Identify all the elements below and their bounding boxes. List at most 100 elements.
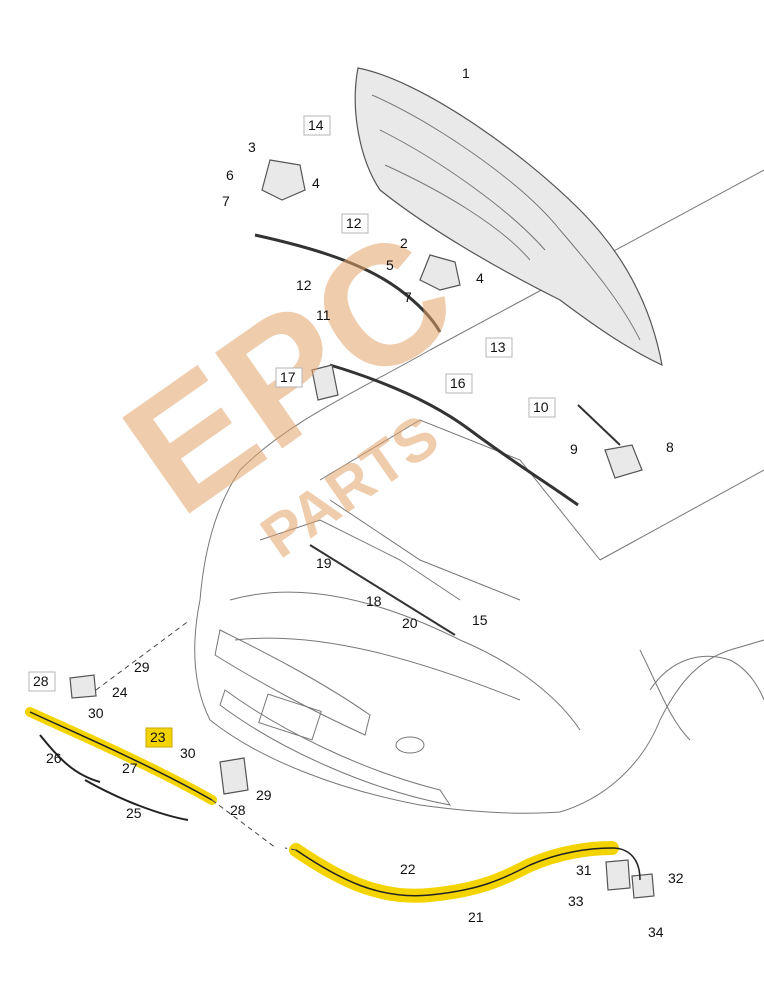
callout-c32: 32	[668, 870, 684, 886]
callout-c19: 19	[316, 555, 332, 571]
hood-seal-part-11	[254, 233, 442, 333]
lock-part-28-right	[219, 757, 249, 795]
callout-c2: 2	[400, 235, 408, 251]
callout-c12a: 12	[341, 213, 369, 234]
callout-box	[445, 373, 473, 394]
bracket-part-8	[577, 404, 643, 479]
lock-part-17	[311, 364, 339, 401]
callout-c26: 26	[46, 750, 62, 766]
callout-c30b: 30	[180, 745, 196, 761]
callout-number: 16	[450, 375, 466, 391]
callout-c23: 23	[145, 727, 173, 748]
callout-number: 27	[122, 760, 138, 776]
callout-number: 32	[668, 870, 684, 886]
callout-c4b: 4	[476, 270, 484, 286]
callout-number: 2	[400, 235, 408, 251]
callout-number: 31	[576, 862, 592, 878]
callout-c25: 25	[126, 805, 142, 821]
callout-c7a: 7	[222, 193, 230, 209]
callout-c22: 22	[400, 861, 416, 877]
callout-number: 29	[134, 659, 150, 675]
callout-number: 22	[400, 861, 416, 877]
callout-c24: 24	[112, 684, 128, 700]
seal-strip-part-16	[329, 363, 579, 507]
callout-number: 34	[648, 924, 664, 940]
car-body-outline	[194, 169, 764, 814]
callout-c7b: 7	[404, 289, 412, 305]
callout-c15: 15	[472, 612, 488, 628]
callout-number: 24	[112, 684, 128, 700]
callout-number: 8	[666, 439, 674, 455]
callout-number: 6	[226, 167, 234, 183]
callout-number: 17	[280, 369, 296, 385]
callout-c27: 27	[122, 760, 138, 776]
callout-number: 29	[256, 787, 272, 803]
callout-box	[145, 727, 173, 748]
callout-c5: 5	[386, 257, 394, 273]
callout-box	[303, 115, 331, 136]
callout-c11: 11	[316, 307, 331, 323]
callout-number: 4	[312, 175, 320, 191]
callout-number: 26	[46, 750, 62, 766]
callout-number: 12	[296, 277, 312, 293]
callout-c14: 14	[303, 115, 331, 136]
callout-number: 30	[180, 745, 196, 761]
callout-number: 33	[568, 893, 584, 909]
callout-c4a: 4	[312, 175, 320, 191]
callout-number: 30	[88, 705, 104, 721]
release-cable-part-21	[289, 841, 641, 903]
callout-c28a: 28	[28, 671, 56, 692]
callout-c31: 31	[576, 862, 592, 878]
callout-number: 1	[462, 65, 470, 81]
cables-25-26	[39, 734, 189, 821]
callout-c6: 6	[226, 167, 234, 183]
callout-number: 20	[402, 615, 418, 631]
callout-number: 21	[468, 909, 484, 925]
callout-number: 9	[570, 441, 578, 457]
prop-rod-part-18	[309, 544, 456, 636]
callout-number: 19	[316, 555, 332, 571]
callout-number: 3	[248, 139, 256, 155]
hinge-left	[261, 159, 306, 201]
callout-c17: 17	[275, 367, 303, 388]
callout-number: 12	[346, 215, 362, 231]
callout-c13: 13	[485, 337, 513, 358]
part-31-32	[605, 859, 655, 899]
hinge-right	[419, 254, 461, 291]
callout-box	[485, 337, 513, 358]
callout-number: 28	[33, 673, 49, 689]
callout-number: 5	[386, 257, 394, 273]
callout-c3: 3	[248, 139, 256, 155]
callout-c20: 20	[402, 615, 418, 631]
callout-number: 11	[316, 307, 331, 323]
callout-c29a: 29	[134, 659, 150, 675]
callout-c9: 9	[570, 441, 578, 457]
lock-part-28-left	[69, 674, 97, 699]
callout-number: 7	[404, 289, 412, 305]
callout-c28b: 28	[230, 802, 246, 818]
callout-number: 28	[230, 802, 246, 818]
callout-c16: 16	[445, 373, 473, 394]
callout-c29b: 29	[256, 787, 272, 803]
callout-c33: 33	[568, 893, 584, 909]
callout-box	[341, 213, 369, 234]
callout-c1: 1	[462, 65, 470, 81]
callout-c8: 8	[666, 439, 674, 455]
release-cable-part-23	[25, 707, 217, 805]
callout-c30a: 30	[88, 705, 104, 721]
callout-number: 18	[366, 593, 382, 609]
callout-c18: 18	[366, 593, 382, 609]
callout-number: 10	[533, 399, 549, 415]
callout-box	[28, 671, 56, 692]
callout-c12b: 12	[296, 277, 312, 293]
callout-number: 13	[490, 339, 506, 355]
callout-number: 25	[126, 805, 142, 821]
callout-number: 4	[476, 270, 484, 286]
callout-box	[528, 397, 556, 418]
callout-c21: 21	[468, 909, 484, 925]
callout-c34: 34	[648, 924, 664, 940]
hood-part-1	[354, 67, 663, 367]
callout-number: 14	[308, 117, 324, 133]
